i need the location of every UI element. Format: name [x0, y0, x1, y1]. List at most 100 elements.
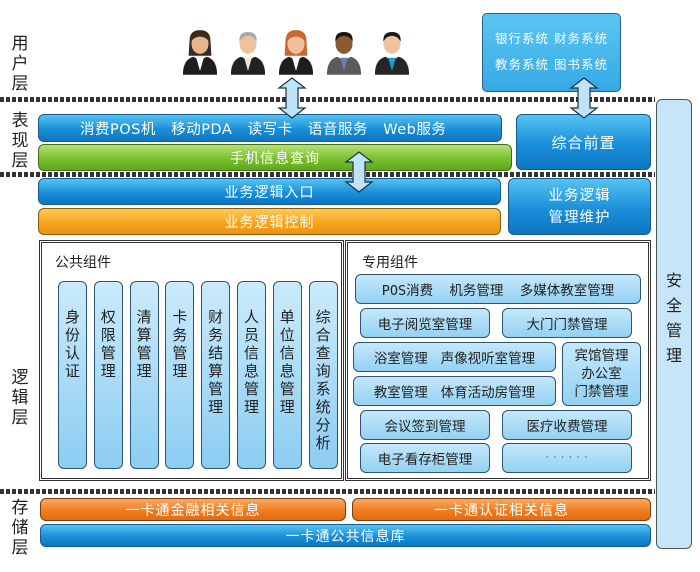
component-bath-av[interactable]: 浴室管理 声像视听室管理 [353, 342, 556, 372]
channels-bar[interactable]: 消费POS机 移动PDA 读写卡 语音服务 Web服务 [38, 114, 502, 142]
maintenance-line-2: 管理维护 [548, 209, 611, 226]
component-char: 综 [315, 308, 331, 326]
security-char: 理 [665, 346, 682, 365]
component-char: 卡 [172, 308, 188, 326]
separator-presentation-logic [0, 172, 655, 177]
label-char: 层 [11, 151, 29, 171]
special-components-title: 专用组件 [362, 255, 418, 271]
label-char: 现 [11, 131, 29, 151]
public-components-title: 公共组件 [55, 255, 111, 271]
component-char: 合 [315, 326, 331, 344]
public-component-6[interactable]: 人员信息管理 [237, 281, 266, 469]
component-char: 析 [315, 434, 331, 452]
component-char: 人 [243, 308, 259, 326]
public-component-7[interactable]: 单位信息管理 [272, 281, 302, 469]
maintenance-box[interactable]: 业务逻辑 管理维护 [508, 178, 651, 235]
logic-control-bar[interactable]: 业务逻辑控制 [38, 208, 501, 235]
person-woman-red-hair-icon [278, 30, 314, 75]
component-char: 权 [100, 308, 116, 326]
component-char: 理 [243, 398, 259, 416]
layer-label-storage: 存 储 层 [8, 498, 32, 558]
label-char: 户 [11, 54, 29, 74]
component-char: 管 [243, 380, 259, 398]
component-char: 管 [136, 344, 152, 362]
label-char: 层 [11, 538, 29, 558]
storage-public-db-bar[interactable]: 一卡通公共信息库 [40, 524, 651, 547]
component-char: 单 [279, 308, 295, 326]
public-component-4[interactable]: 卡务管理 [165, 281, 195, 469]
label-char: 层 [11, 408, 29, 428]
component-char: 息 [279, 362, 295, 380]
component-gate[interactable]: 大门门禁管理 [502, 308, 632, 338]
layer-label-presentation: 表 现 层 [8, 111, 32, 171]
label-char: 辑 [11, 388, 29, 408]
component-char: 理 [208, 398, 224, 416]
security-char: 管 [665, 321, 682, 340]
label-char: 储 [11, 518, 29, 538]
public-component-3[interactable]: 清算管理 [129, 281, 159, 469]
person-man-gray-hair-icon [230, 32, 266, 75]
label-char: 表 [11, 111, 29, 131]
component-char: 查 [315, 344, 331, 362]
label-char: 用 [11, 34, 29, 54]
hotel-line-2: 办公室 [581, 366, 622, 382]
component-hotel-office[interactable]: 宾馆管理 办公室 门禁管理 [562, 342, 641, 406]
component-char: 限 [100, 326, 116, 344]
component-locker[interactable]: 电子看存柜管理 [360, 443, 490, 473]
separator-user-presentation [0, 97, 655, 102]
double-arrow-external-frontend-icon [569, 77, 599, 119]
component-e-reading[interactable]: 电子阅览室管理 [360, 308, 490, 338]
front-end-box[interactable]: 综合前置 [516, 114, 651, 170]
component-char: 分 [315, 416, 331, 434]
label-char: 逻 [11, 368, 29, 388]
security-management[interactable]: 安 全 管 理 [656, 99, 692, 549]
component-medical[interactable]: 医疗收费管理 [502, 410, 632, 440]
component-classroom-sports[interactable]: 教室管理 体育活动房管理 [353, 376, 556, 406]
component-char: 询 [315, 362, 331, 380]
double-arrow-presentation-logic-icon [344, 151, 374, 193]
component-meeting[interactable]: 会议签到管理 [360, 410, 490, 440]
separator-logic-storage [0, 489, 655, 494]
storage-auth-bar[interactable]: 一卡通认证相关信息 [352, 498, 651, 521]
logic-entry-bar[interactable]: 业务逻辑入口 [38, 178, 501, 205]
public-component-5[interactable]: 财务结算管理 [201, 281, 231, 469]
public-component-2[interactable]: 权限管理 [93, 281, 123, 469]
component-char: 管 [100, 344, 116, 362]
component-char: 管 [208, 380, 224, 398]
security-char: 全 [665, 296, 682, 315]
component-char: 系 [315, 380, 331, 398]
component-char: 证 [64, 362, 80, 380]
security-char: 安 [665, 271, 682, 290]
component-more[interactable]: · · · · · · [502, 443, 632, 473]
component-char: 管 [172, 344, 188, 362]
public-component-8[interactable]: 综合查询系统分析 [308, 281, 338, 469]
component-char: 份 [64, 326, 80, 344]
component-char: 身 [64, 308, 80, 326]
component-char: 统 [315, 398, 331, 416]
component-char: 认 [64, 344, 80, 362]
public-component-1[interactable]: 身份认证 [58, 281, 87, 469]
component-char: 理 [172, 362, 188, 380]
external-systems-row-2: 教务系统 图书系统 [495, 57, 608, 72]
layer-label-logic: 逻 辑 层 [8, 368, 32, 428]
external-systems-row-1: 银行系统 财务系统 [495, 31, 608, 46]
person-woman-dark-hair-icon [182, 30, 218, 75]
person-man-dark-skin-icon [326, 32, 362, 75]
component-char: 信 [243, 344, 259, 362]
mobile-query-bar[interactable]: 手机信息查询 [38, 144, 512, 171]
hotel-line-3: 门禁管理 [574, 384, 629, 400]
component-char: 务 [208, 326, 224, 344]
double-arrow-users-presentation-icon [277, 77, 307, 119]
component-char: 位 [279, 326, 295, 344]
component-char: 财 [208, 308, 224, 326]
component-char: 员 [243, 326, 259, 344]
label-char: 层 [11, 74, 29, 94]
storage-financial-bar[interactable]: 一卡通金融相关信息 [40, 498, 346, 521]
component-char: 理 [136, 362, 152, 380]
person-man-blue-tie-icon [374, 32, 410, 75]
component-pos-row[interactable]: POS消费 机务管理 多媒体教室管理 [355, 274, 641, 304]
component-char: 算 [136, 326, 152, 344]
external-systems-box[interactable]: 银行系统 财务系统 教务系统 图书系统 [482, 13, 621, 92]
component-char: 算 [208, 362, 224, 380]
component-char: 结 [208, 344, 224, 362]
